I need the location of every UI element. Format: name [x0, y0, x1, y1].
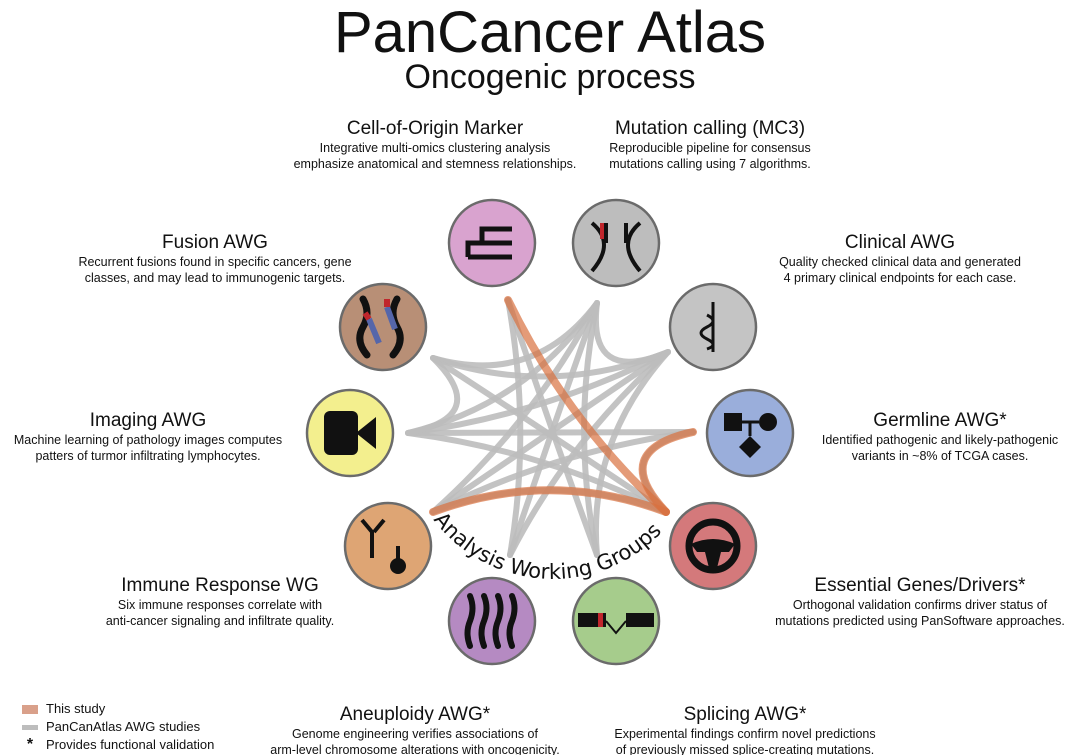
group-node-essential-genes-drivers — [668, 501, 758, 591]
group-node-splicing-awg — [571, 576, 661, 666]
legend-item-awg: PanCanAtlas AWG studies — [22, 718, 214, 736]
group-desc: Genome engineering verifies associations… — [292, 727, 538, 741]
group-title: Clinical AWG — [844, 232, 956, 253]
group-title: Aneuploidy AWG* — [339, 704, 491, 725]
group-node-cell-of-origin-marker — [447, 198, 537, 288]
group-desc: patters of turmor infiltrating lymphocyt… — [35, 449, 261, 463]
group-text-splicing: Splicing AWG* Experimental findings confi… — [580, 704, 910, 755]
group-node-aneuploidy-awg — [447, 576, 537, 666]
group-text-fusion: Fusion AWG Recurrent fusions found in spe… — [55, 232, 375, 286]
legend-item-this-study: This study — [22, 700, 214, 718]
page-subtitle: Oncogenic process — [404, 58, 696, 96]
group-title: Cell-of-Origin Marker — [346, 118, 524, 139]
group-title: Fusion AWG — [162, 232, 268, 253]
group-desc: of previously missed splice-creating mut… — [615, 743, 875, 755]
group-desc: arm-level chromosome alterations with on… — [270, 743, 560, 755]
group-title: Mutation calling (MC3) — [614, 118, 806, 139]
this-study-link — [504, 296, 670, 516]
group-desc: Recurrent fusions found in specific canc… — [78, 255, 352, 269]
awg-study-link — [505, 297, 600, 558]
group-desc: Integrative multi-omics clustering analy… — [319, 141, 551, 155]
group-text-immune: Immune Response WG Six immune responses c… — [70, 575, 370, 629]
awg-study-link — [505, 297, 524, 558]
group-desc: anti-cancer signaling and infiltrate qua… — [105, 614, 335, 628]
group-desc: mutations calling using 7 algorithms. — [609, 157, 811, 171]
group-text-mutation: Mutation calling (MC3) Reproducible pipel… — [560, 118, 860, 172]
group-desc: classes, and may lead to immunogenic tar… — [84, 271, 346, 285]
group-text-essential: Essential Genes/Drivers* Orthogonal valid… — [760, 575, 1080, 629]
legend-swatch-gray — [22, 724, 38, 730]
page-title: PanCancer Atlas — [333, 0, 767, 65]
group-node-immune-response-wg — [343, 501, 433, 591]
group-desc: Six immune responses correlate with — [117, 598, 323, 612]
legend-label: PanCanAtlas AWG studies — [46, 719, 201, 734]
group-desc: Machine learning of pathology images com… — [13, 433, 283, 447]
caduceus-icon — [699, 302, 715, 352]
group-node-fusion-awg — [338, 282, 428, 372]
group-title: Essential Genes/Drivers* — [814, 575, 1026, 596]
awg-study-link — [430, 429, 696, 515]
group-text-imaging: Imaging AWG Machine learning of pathology… — [0, 410, 296, 464]
group-desc: Identified pathogenic and likely-pathoge… — [821, 433, 1059, 447]
antibody-icon — [360, 518, 406, 574]
group-desc: variants in ~8% of TCGA cases. — [851, 449, 1029, 463]
group-title: Splicing AWG* — [683, 704, 807, 725]
group-node-mutation-calling-mc3 — [571, 198, 661, 288]
this-study-link — [429, 486, 670, 516]
center-label: Analysis Working Groups — [429, 507, 665, 584]
group-text-aneuploidy: Aneuploidy AWG* Genome engineering verifi… — [240, 704, 590, 755]
steering-wheel-icon — [685, 518, 741, 574]
group-desc: 4 primary clinical endpoints for each ca… — [783, 271, 1017, 285]
group-desc: Experimental findings confirm novel pred… — [614, 727, 876, 741]
awg-study-link — [405, 355, 461, 436]
chromosomes-icon — [464, 593, 518, 649]
video-camera-icon — [324, 411, 376, 455]
this-study-link — [638, 428, 697, 516]
awg-study-link — [405, 429, 696, 436]
awg-study-link — [405, 430, 669, 515]
group-node-imaging-awg — [305, 388, 395, 478]
pedigree-icon — [724, 413, 777, 458]
fusion-chromosome-icon — [356, 295, 404, 359]
group-title: Imaging AWG — [89, 410, 207, 431]
star-icon: * — [26, 736, 34, 753]
legend: This study PanCanAtlas AWG studies * Prov… — [22, 700, 214, 754]
awg-study-link — [592, 300, 671, 365]
group-node-clinical-awg — [668, 282, 758, 372]
group-desc: emphasize anatomical and stemness relati… — [293, 157, 577, 171]
group-text-germline: Germline AWG* Identified pathogenic and l… — [800, 410, 1080, 464]
group-node-germline-awg — [705, 388, 795, 478]
awg-study-link — [507, 349, 671, 558]
legend-label: Provides functional validation — [46, 737, 215, 752]
legend-swatch-orange — [22, 704, 38, 714]
group-desc: Quality checked clinical data and genera… — [779, 255, 1021, 269]
splice-icon — [578, 613, 654, 635]
dna-helix-icon — [590, 221, 642, 273]
group-desc: Orthogonal validation confirms driver st… — [792, 598, 1048, 612]
legend-label: This study — [46, 701, 106, 716]
group-desc: Reproducible pipeline for consensus — [609, 141, 811, 155]
group-title: Immune Response WG — [121, 575, 319, 596]
cell-origin-icon — [465, 226, 512, 260]
group-desc: mutations predicted using PanSoftware ap… — [775, 614, 1065, 628]
legend-item-star: * Provides functional validation — [22, 736, 215, 754]
awg-study-link — [592, 349, 671, 558]
group-title: Germline AWG* — [873, 410, 1007, 431]
group-text-clinical: Clinical AWG Quality checked clinical dat… — [740, 232, 1060, 286]
